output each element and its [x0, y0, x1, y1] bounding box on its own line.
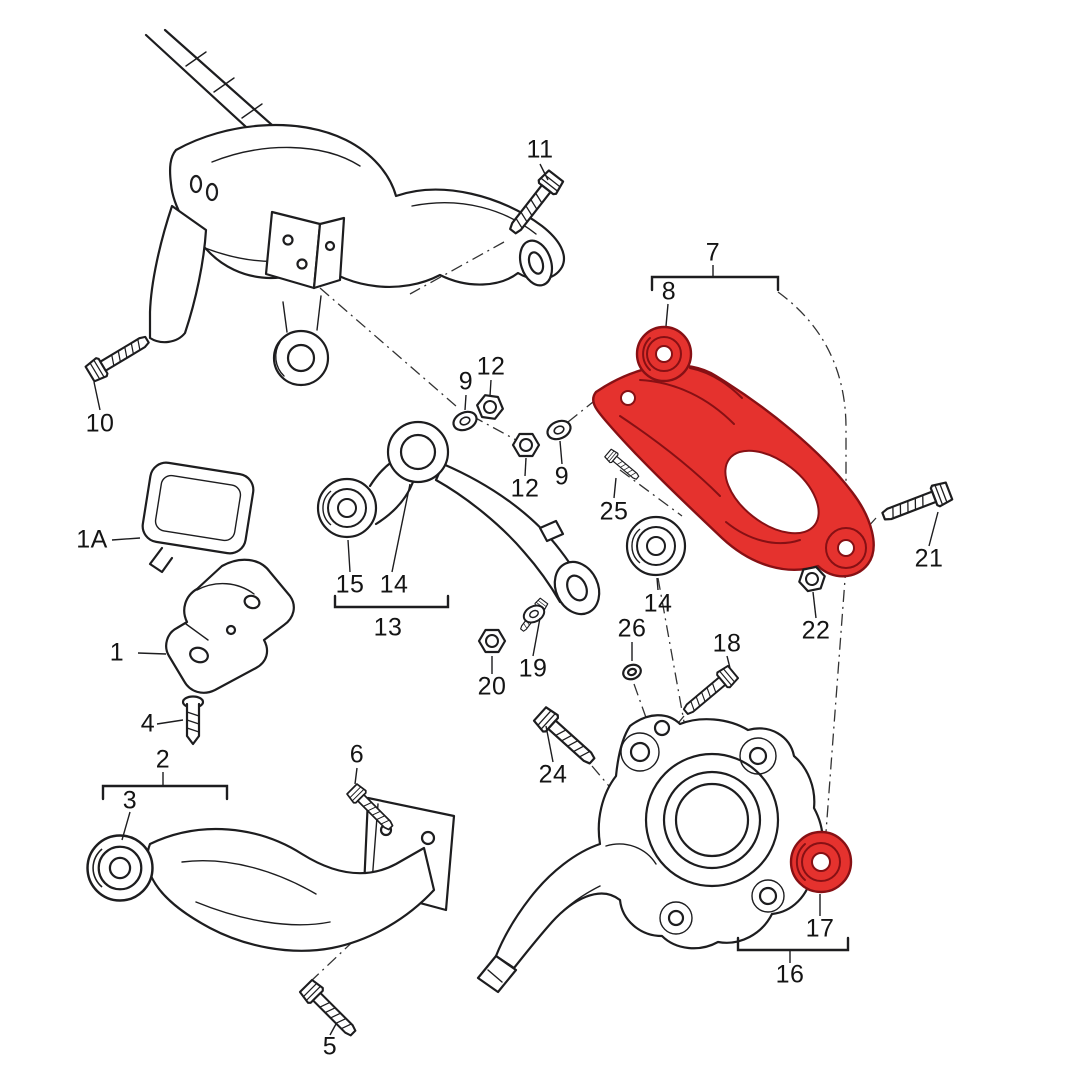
bracket-group-2: [101, 784, 229, 801]
part-bolt-5: [297, 977, 362, 1042]
part-bushing-15: [316, 477, 378, 539]
part-nut-12b: [511, 432, 541, 458]
bracket-group-16: [736, 936, 850, 952]
callout-5: 5: [322, 1032, 338, 1061]
callout-17: 17: [805, 914, 835, 943]
callout-2: 2: [155, 745, 171, 774]
bracket-group-13: [333, 594, 450, 609]
callout-19: 19: [518, 654, 548, 683]
part-washer-9a: [449, 407, 481, 435]
part-upper-control-arm: [368, 420, 601, 616]
callout-14-left: 14: [379, 570, 409, 599]
callout-4: 4: [140, 709, 156, 738]
callout-16: 16: [775, 960, 805, 989]
callout-10: 10: [85, 409, 115, 438]
callout-9-upper: 9: [458, 367, 474, 396]
callout-8: 8: [661, 277, 677, 306]
part-trailing-arm: [146, 796, 456, 952]
callout-24: 24: [538, 760, 568, 789]
callout-7: 7: [705, 238, 721, 267]
part-nut-20: [477, 628, 507, 654]
part-cover-1a: [141, 461, 255, 574]
part-bolt-18: [678, 663, 741, 720]
part-screw-4: [181, 695, 205, 746]
part-wheel-knuckle: [476, 714, 824, 994]
callout-15: 15: [335, 570, 365, 599]
part-subframe: [144, 28, 566, 387]
callout-26: 26: [617, 614, 647, 643]
part-lower-control-arm-highlighted: [591, 364, 875, 578]
callout-14-right: 14: [643, 589, 673, 618]
part-stud-19: [516, 596, 550, 635]
callout-9-lower: 9: [554, 462, 570, 491]
callout-21: 21: [914, 544, 944, 573]
part-nut-12a: [474, 393, 506, 421]
part-bushing-8-highlighted: [635, 325, 693, 383]
callout-12-lower: 12: [510, 474, 540, 503]
callout-18: 18: [712, 629, 742, 658]
part-bushing-3: [86, 834, 154, 902]
callout-11: 11: [526, 135, 554, 164]
part-bushing-17-highlighted: [789, 830, 853, 894]
part-bolt-10: [83, 329, 154, 385]
callout-1: 1: [109, 638, 125, 667]
bracket-group-7: [650, 275, 780, 292]
callout-1a: 1A: [76, 525, 108, 554]
part-washer-26: [622, 663, 642, 681]
callout-6: 6: [349, 740, 365, 769]
callout-20: 20: [477, 672, 507, 701]
callout-3: 3: [122, 786, 138, 815]
part-bolt-21: [878, 479, 955, 528]
callout-leader-lines: [93, 163, 939, 1036]
callout-12-upper: 12: [476, 352, 506, 381]
part-bracket-1: [165, 558, 295, 694]
callout-13: 13: [373, 613, 403, 642]
callout-22: 22: [801, 616, 831, 645]
part-bushing-14-right: [625, 515, 687, 577]
callout-25: 25: [599, 497, 629, 526]
